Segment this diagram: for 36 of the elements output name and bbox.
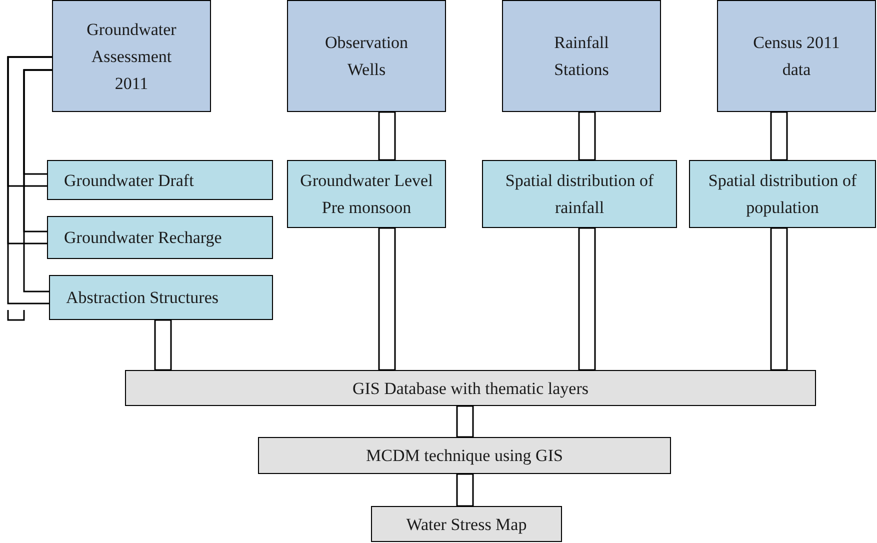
process-box xyxy=(125,370,816,406)
process-box xyxy=(482,160,677,228)
box-label: Abstraction Structures xyxy=(65,287,220,309)
box-label: GIS Database with thematic layers xyxy=(351,378,590,400)
process-box xyxy=(258,437,671,474)
pipe-connector xyxy=(378,111,396,161)
process-box xyxy=(287,0,446,112)
process-box xyxy=(287,160,446,228)
process-box xyxy=(47,160,273,200)
pipe-connector xyxy=(456,473,474,507)
pipe-connector xyxy=(7,56,53,187)
box-label: Groundwater Level Pre monsoon xyxy=(299,170,434,219)
pipe-connector xyxy=(770,111,788,161)
process-box xyxy=(689,160,876,228)
process-box xyxy=(49,275,273,320)
box-label: Groundwater Assessment 2011 xyxy=(86,18,178,94)
box-label: Groundwater Recharge xyxy=(63,227,223,249)
box-label: MCDM technique using GIS xyxy=(365,445,564,467)
box-label: Census 2011 data xyxy=(752,32,841,81)
pipe-connector xyxy=(378,227,396,371)
process-box xyxy=(52,0,211,112)
box-label: Groundwater Draft xyxy=(63,170,195,192)
box-label: Spatial distribution of rainfall xyxy=(504,170,655,219)
pipe-connector xyxy=(154,319,172,371)
process-box xyxy=(717,0,876,112)
process-box xyxy=(371,506,562,542)
process-box xyxy=(47,216,273,259)
box-label: Rainfall Stations xyxy=(553,32,610,81)
process-box xyxy=(502,0,661,112)
pipe-connector xyxy=(456,405,474,438)
box-label: Water Stress Map xyxy=(405,514,528,536)
box-label: Observation Wells xyxy=(324,32,410,81)
box-label: Spatial distribution of population xyxy=(707,170,858,219)
pipe-connector xyxy=(578,111,596,161)
pipe-connector xyxy=(770,227,788,371)
pipe-connector xyxy=(578,227,596,371)
